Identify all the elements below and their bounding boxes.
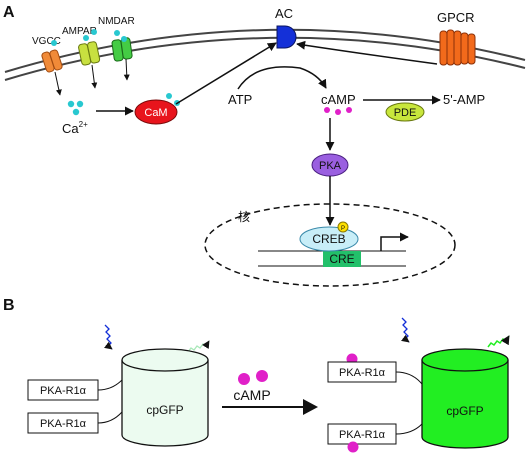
vgcc-channel [41, 49, 63, 73]
ca-dot [121, 36, 127, 42]
camp-molecule [347, 441, 359, 453]
cam-to-ac-arrow [175, 42, 277, 105]
cre-label: CRE [329, 252, 354, 266]
linker-line [97, 379, 123, 391]
ampar-label: AMPAR [62, 26, 97, 37]
ampar-influx-arrow [91, 64, 98, 89]
camp-label: cAMP [321, 92, 356, 107]
cpgfp-label-left: cpGFP [146, 403, 183, 417]
panel-a-letter: A [3, 4, 15, 21]
camp-molecule [256, 370, 268, 382]
cam-node [134, 99, 178, 125]
pka-label: PKA [319, 160, 342, 172]
cpgfp-label-right: cpGFP [446, 404, 483, 418]
panel-b-letter: B [3, 297, 15, 314]
nmdar-channel [111, 37, 133, 62]
cam-label: CaM [144, 107, 167, 119]
gpcr-to-ac-arrow [296, 40, 438, 65]
excitation-light-arrow [104, 324, 113, 350]
pka-r1a-label-left-bottom: PKA-R1α [40, 418, 87, 430]
pka-r1a-label-right-bottom: PKA-R1α [339, 429, 386, 441]
emission-light-arrow-dim [187, 340, 210, 353]
linker-line [395, 371, 423, 385]
vgcc-label: VGCC [32, 36, 61, 47]
atp-to-camp-arrow [237, 66, 327, 90]
ca-dot [91, 29, 97, 35]
linker-line [97, 411, 123, 424]
calcium-label: Ca2+ [62, 120, 88, 136]
binding-arrow-head [303, 399, 318, 415]
ca-dot [166, 93, 172, 99]
nmdar-label: NMDAR [98, 16, 135, 27]
pka-r1a-label-left-top: PKA-R1α [40, 385, 87, 397]
cpgfp-barrel-dim [121, 348, 209, 447]
linker-line [395, 423, 423, 435]
5amp-label: 5'-AMP [443, 92, 485, 107]
ca-dot [114, 30, 120, 36]
emission-light-arrow-bright [487, 335, 510, 348]
gpcr-label: GPCR [437, 10, 475, 25]
ampar-channel [78, 41, 101, 66]
camp-arrow-label: cAMP [233, 387, 270, 403]
ca-dot [67, 100, 75, 108]
camp-molecule [238, 373, 250, 385]
gpcr-receptor [439, 29, 476, 66]
cpgfp-barrel-bright [421, 348, 509, 449]
creb-label: CREB [312, 232, 345, 246]
creb-node [299, 226, 359, 252]
camp-dot [335, 109, 341, 115]
ca-dot [76, 100, 84, 108]
pka-r1a-label-right-top: PKA-R1α [339, 367, 386, 379]
atp-label: ATP [228, 92, 252, 107]
phospho-label: P [341, 226, 345, 232]
vgcc-influx-arrow [54, 71, 62, 96]
nucleus-boundary [204, 203, 456, 287]
camp-dot [324, 107, 330, 113]
transcription-start-arrow [380, 232, 409, 251]
pde-label: PDE [394, 107, 417, 119]
nucleus-label: 核 [238, 210, 250, 224]
ca-dot [83, 35, 89, 41]
ac-enzyme [276, 25, 297, 49]
ac-label: AC [275, 6, 293, 21]
pde-enzyme [385, 102, 425, 122]
nmdar-influx-arrow [123, 58, 130, 81]
ca-dot [51, 40, 57, 46]
camp-dot [346, 107, 352, 113]
ca-dot [72, 108, 80, 116]
excitation-light-arrow [401, 317, 410, 343]
phospho-marker [337, 221, 349, 233]
cre-element [323, 251, 361, 267]
